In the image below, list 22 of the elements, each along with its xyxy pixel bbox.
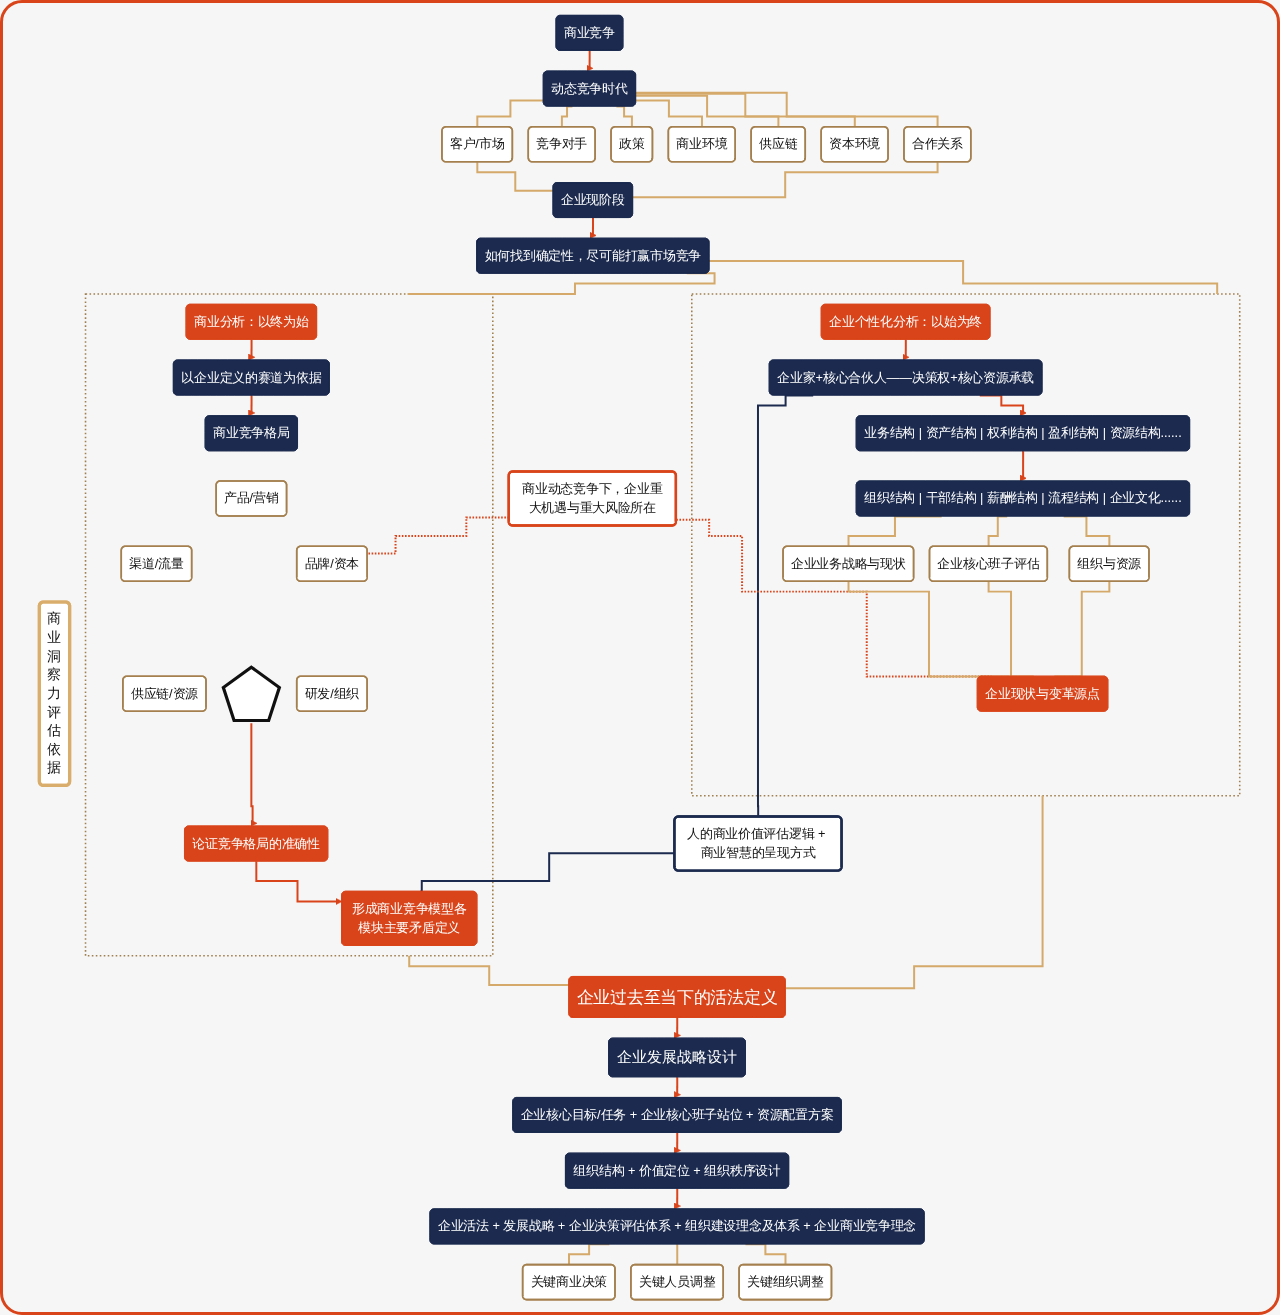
cluster (85, 293, 495, 957)
arrow (674, 1076, 682, 1099)
connector (407, 272, 716, 295)
connector (785, 794, 1044, 990)
connector (676, 1243, 679, 1266)
connector (708, 259, 1219, 295)
connector (632, 161, 940, 199)
arrow (902, 338, 910, 361)
connector (408, 954, 571, 986)
arrow (248, 394, 256, 417)
arrow (674, 1016, 682, 1039)
arrow (674, 1187, 682, 1210)
arrow (586, 49, 594, 72)
arrow (250, 722, 258, 827)
cluster (691, 293, 1241, 797)
arrow (248, 338, 256, 361)
arrow (1020, 450, 1028, 482)
node-pentagon (221, 665, 282, 723)
connector (476, 161, 555, 192)
arrow (674, 1131, 682, 1154)
arrow (255, 860, 343, 905)
arrow (590, 216, 598, 239)
